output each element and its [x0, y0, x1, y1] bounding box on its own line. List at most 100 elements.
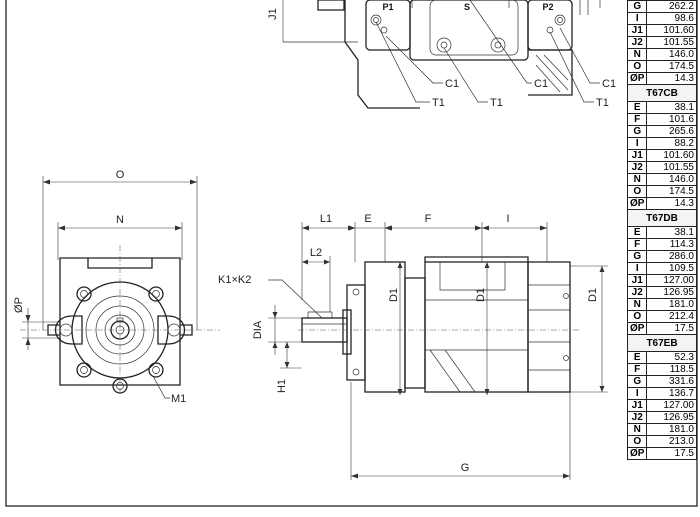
dimension-key: O — [626, 60, 648, 73]
dimension-value: 17.5 — [646, 322, 697, 335]
label-d1-first: D1 — [388, 288, 400, 302]
dimension-key: J2 — [626, 161, 648, 174]
dimension-value: 14.3 — [646, 72, 697, 85]
dimension-key: E — [626, 226, 648, 239]
dimension-key: I — [626, 137, 648, 150]
dimension-value: 98.6 — [646, 12, 697, 25]
dimension-value: 286.0 — [646, 250, 697, 263]
label-s: S — [464, 2, 470, 12]
dimension-value: 127.00 — [646, 274, 697, 287]
dimension-value: 101.6 — [646, 113, 697, 126]
dimension-value: 136.7 — [646, 387, 697, 400]
dimension-value: 212.4 — [646, 310, 697, 323]
label-n: N — [116, 214, 124, 226]
label-d1-second: D1 — [475, 288, 487, 302]
dimension-key: O — [626, 310, 648, 323]
dimension-value: 265.6 — [646, 125, 697, 138]
label-l1: L1 — [320, 213, 332, 225]
dimension-value: 331.6 — [646, 375, 697, 388]
dimension-key: ØP — [626, 447, 648, 460]
dimension-key: F — [626, 363, 648, 376]
dimension-key: J2 — [626, 286, 648, 299]
dimension-value: 14.3 — [646, 197, 697, 210]
label-g: G — [461, 462, 470, 474]
label-dia-p: ØP — [13, 297, 25, 313]
dimension-value: 38.1 — [646, 101, 697, 114]
dimension-value: 88.2 — [646, 137, 697, 150]
dimension-key: J1 — [626, 24, 648, 37]
label-p1: P1 — [382, 2, 393, 12]
dimension-value: 118.5 — [646, 363, 697, 376]
dimension-key: F — [626, 113, 648, 126]
top-view: J1 P1 S P2 C1 C1 C1 T1 T1 — [267, 0, 616, 109]
dimension-key: O — [626, 435, 648, 448]
dimension-value: 213.0 — [646, 435, 697, 448]
dimension-value: 101.55 — [646, 36, 697, 49]
side-view: L1 E F I L2 K1×K2 DIA — [218, 213, 608, 480]
label-k1k2: K1×K2 — [218, 274, 251, 286]
dimension-key: N — [626, 298, 648, 311]
dimension-value: 101.55 — [646, 161, 697, 174]
dimension-value: 114.3 — [646, 238, 697, 251]
label-p2: P2 — [542, 2, 553, 12]
label-c1-right: C1 — [602, 78, 616, 90]
label-i: I — [506, 213, 509, 225]
model-header: T67CB — [627, 84, 697, 102]
dimension-key: I — [626, 387, 648, 400]
dimension-value: 38.1 — [646, 226, 697, 239]
dimension-key: G — [626, 125, 648, 138]
label-t1-left: T1 — [432, 97, 445, 109]
sheet-border — [5, 0, 698, 507]
model-header-row: T67DB — [627, 209, 697, 227]
dimension-key: N — [626, 48, 648, 61]
dimension-value: 101.60 — [646, 149, 697, 162]
dimension-value: 146.0 — [646, 48, 697, 61]
dimension-value: 17.5 — [646, 447, 697, 460]
dimension-value: 174.5 — [646, 60, 697, 73]
dimension-key: I — [626, 262, 648, 275]
label-o: O — [116, 169, 125, 181]
dimension-value: 126.95 — [646, 411, 697, 424]
dimension-key: I — [626, 12, 648, 25]
label-j1: J1 — [267, 8, 279, 20]
dimension-key: J1 — [626, 399, 648, 412]
label-e: E — [364, 213, 371, 225]
label-dia: DIA — [252, 320, 264, 339]
dimension-key: ØP — [626, 197, 648, 210]
dimension-key: J1 — [626, 149, 648, 162]
label-h1: H1 — [276, 379, 288, 393]
dimension-key: N — [626, 423, 648, 436]
model-header: T67EB — [627, 334, 697, 352]
label-t1-middle: T1 — [490, 97, 503, 109]
dimension-key: G — [626, 375, 648, 388]
